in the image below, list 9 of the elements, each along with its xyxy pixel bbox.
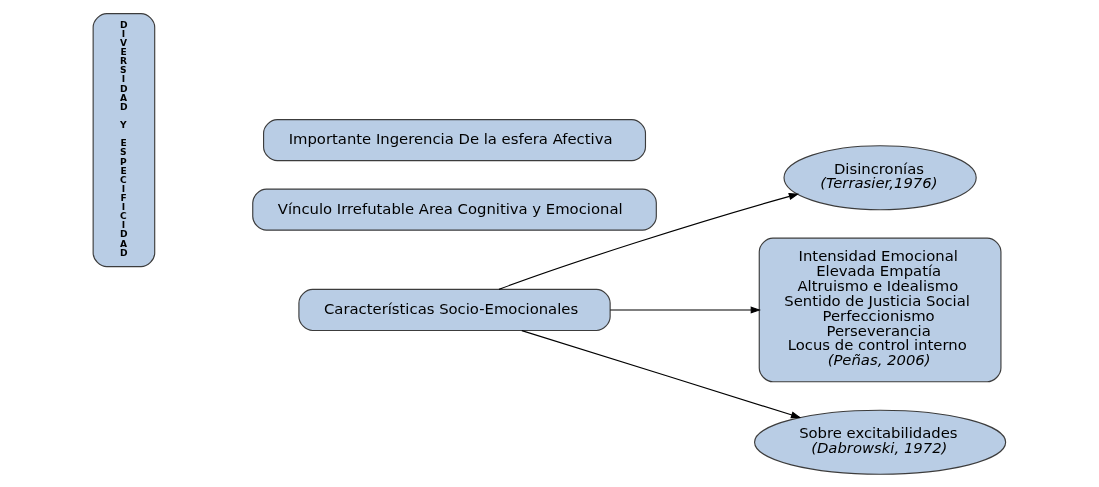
node-box: Importante Ingerencia De la esfera Afectiva	[263, 118, 647, 161]
arrow	[609, 305, 761, 314]
arrow	[498, 192, 800, 290]
node-box: Vínculo Irrefutable Area Cognitiva y Emocional	[252, 188, 657, 231]
node-box: DIVERSIDAD Y ESPECIFICIDAD	[92, 12, 156, 267]
node-ellipse: Disincronías (Terrasier,1976)	[783, 144, 977, 210]
node-box: Características Socio-Emocionales	[298, 288, 611, 331]
node-box: Intensidad Emocional Elevada Empatía Altruismo e Idealismo Sentido de Justicia Social Perfeccionismo Perseverancia Locus de control interno (Peñas, 2006)	[758, 237, 1002, 382]
arrow	[521, 329, 802, 418]
